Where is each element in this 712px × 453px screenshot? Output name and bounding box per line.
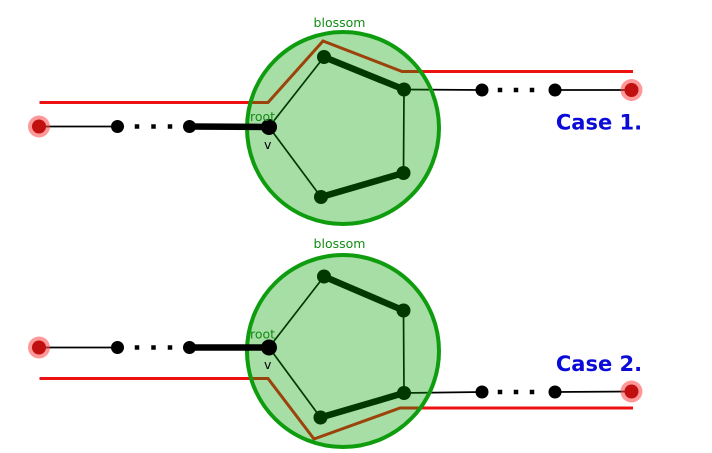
root-vertex (261, 339, 277, 356)
chain-dot (513, 389, 519, 395)
blossom-vertex-bottom (314, 190, 328, 204)
exposed-endpoint-left (28, 115, 50, 138)
v-label: v (264, 137, 272, 152)
chain-vertex (183, 341, 196, 354)
case2-diagram: blossom root v Case 2. (28, 236, 643, 449)
chain-dot (497, 87, 503, 93)
chain-dot (167, 345, 173, 350)
blossom-vertex-right-top (397, 82, 411, 97)
exposed-endpoint-right (620, 79, 643, 101)
blossom-vertex-right-bottom (396, 166, 411, 180)
chain-dot (167, 124, 173, 129)
blossom-vertex-top (317, 50, 331, 64)
root-label: root (250, 327, 275, 342)
root-vertex (261, 119, 277, 135)
matched-edge-top (322, 273, 405, 314)
chain-vertex (548, 385, 562, 399)
chain-vertex (111, 341, 124, 354)
chain-dot (529, 389, 535, 395)
blossom-edge-right (402, 89, 405, 174)
matched-edge-bottom (320, 169, 405, 201)
case2-title: Case 2. (556, 352, 642, 376)
case2-under-layer (39, 269, 633, 441)
augmenting-path-case2 (39, 377, 633, 441)
blossom-vertex-right-top (396, 303, 411, 318)
augmenting-path-case1 (39, 39, 633, 104)
endpoint-core (624, 384, 639, 399)
right-chain-edge-1 (403, 391, 483, 394)
blossom-edge-right (402, 310, 405, 394)
matched-stem-edge (189, 123, 270, 131)
endpoint-core (624, 83, 639, 97)
case1-under-layer (39, 39, 633, 204)
chain-vertex (475, 83, 489, 97)
chain-vertex (183, 120, 196, 133)
chain-dot (529, 87, 535, 93)
exposed-endpoint-left (28, 336, 50, 359)
right-chain-edge-1 (403, 88, 483, 91)
case1-diagram: blossom root v Case 1. (28, 15, 643, 226)
case1-title: Case 1. (556, 111, 642, 135)
blossom-edge-root-top (268, 275, 325, 349)
chain-vertex (475, 385, 489, 399)
blossom-edge-root-top (268, 56, 325, 128)
blossom-edge-bottom-root (268, 346, 322, 419)
case1-over-layer: blossom root v Case 1. (28, 15, 643, 152)
v-label: v (264, 357, 272, 372)
endpoint-core (32, 119, 46, 134)
chain-dot (151, 124, 156, 129)
chain-dot (134, 124, 140, 129)
case2-over-layer: blossom root v Case 2. (28, 236, 643, 403)
chain-vertex (548, 83, 562, 97)
chain-dot (151, 345, 156, 350)
blossom-edge-bottom-root (268, 126, 322, 198)
root-label: root (250, 109, 275, 124)
right-chain-edge-2 (554, 390, 632, 393)
blossom-vertex-bottom (313, 410, 328, 425)
chain-dot (134, 345, 140, 350)
matched-edge-bottom (319, 389, 405, 421)
matched-edge-top (322, 53, 406, 93)
blossom-label: blossom (314, 236, 366, 251)
blossom-vertex-right-bottom (397, 386, 411, 400)
exposed-endpoint-right (620, 380, 643, 403)
chain-dot (513, 87, 519, 93)
blossom-label: blossom (314, 15, 366, 30)
chain-vertex (111, 120, 124, 133)
blossom-circle (245, 253, 441, 449)
chain-dot (497, 389, 503, 395)
blossom-vertex-top (317, 269, 331, 284)
endpoint-core (32, 340, 46, 355)
